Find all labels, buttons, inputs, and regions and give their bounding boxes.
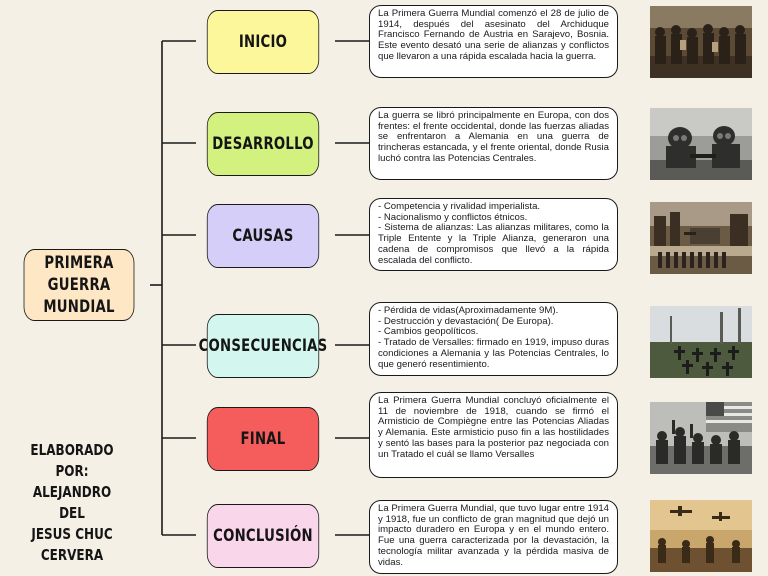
author-credit: ELABORADO POR: ALEJANDRO DEL JESUS CHUC …	[19, 440, 125, 566]
desc-inicio: La Primera Guerra Mundial comenzó el 28 …	[369, 5, 618, 78]
desc-consecuencias: - Pérdida de vidas(Aproximadamente 9M). …	[369, 302, 618, 376]
soldiers-group-photo	[650, 6, 752, 78]
battlefield-planes-sepia-photo	[650, 500, 752, 572]
topic-conclusion: CONCLUSIÓN	[206, 504, 320, 568]
author-line-1: ELABORADO POR:	[30, 441, 114, 480]
celebrating-soldiers-flag-photo	[650, 402, 752, 474]
desc-consecuencias-item-3: - Cambios geopolíticos.	[378, 326, 479, 338]
gas-mask-soldiers-photo	[650, 108, 752, 180]
desc-conclusion: La Primera Guerra Mundial, que tuvo luga…	[369, 500, 618, 574]
desc-final-text: La Primera Guerra Mundial concluyó ofici…	[378, 395, 609, 460]
desc-causas-item-2: - Nacionalismo y conflictos étnicos.	[378, 211, 528, 223]
author-line-4: CERVERA	[40, 546, 104, 564]
topic-desarrollo: DESARROLLO	[206, 112, 320, 176]
desc-causas-item-1: - Competencia y rivalidad imperialista.	[378, 201, 541, 212]
war-cemetery-photo	[650, 306, 752, 378]
desc-consecuencias-item-1: - Pérdida de vidas(Aproximadamente 9M).	[378, 305, 559, 316]
desc-consecuencias-item-4: - Tratado de Versalles: firmado en 1919,…	[378, 337, 609, 370]
desc-desarrollo-text: La guerra se libró principalmente en Eur…	[378, 110, 609, 164]
author-line-2: ALEJANDRO DEL	[32, 483, 112, 522]
author-line-3: JESUS CHUC	[31, 525, 113, 543]
desc-causas: - Competencia y rivalidad imperialista. …	[369, 198, 618, 271]
topic-final: FINAL	[206, 407, 320, 471]
desc-desarrollo: La guerra se libró principalmente en Eur…	[369, 107, 618, 180]
military-parade-photo	[650, 202, 752, 274]
topic-consecuencias: CONSECUENCIAS	[199, 314, 327, 378]
desc-inicio-text: La Primera Guerra Mundial comenzó el 28 …	[378, 8, 609, 62]
topic-inicio: INICIO	[206, 10, 320, 74]
desc-conclusion-text: La Primera Guerra Mundial, que tuvo luga…	[378, 503, 609, 568]
desc-causas-item-3: - Sistema de alianzas: Las alianzas mili…	[378, 222, 609, 266]
desc-final: La Primera Guerra Mundial concluyó ofici…	[369, 392, 618, 478]
root-node: PRIMERA GUERRA MUNDIAL	[23, 249, 135, 321]
desc-consecuencias-item-2: - Destrucción y devastación( De Europa).	[378, 315, 554, 327]
topic-causas: CAUSAS	[206, 204, 320, 268]
